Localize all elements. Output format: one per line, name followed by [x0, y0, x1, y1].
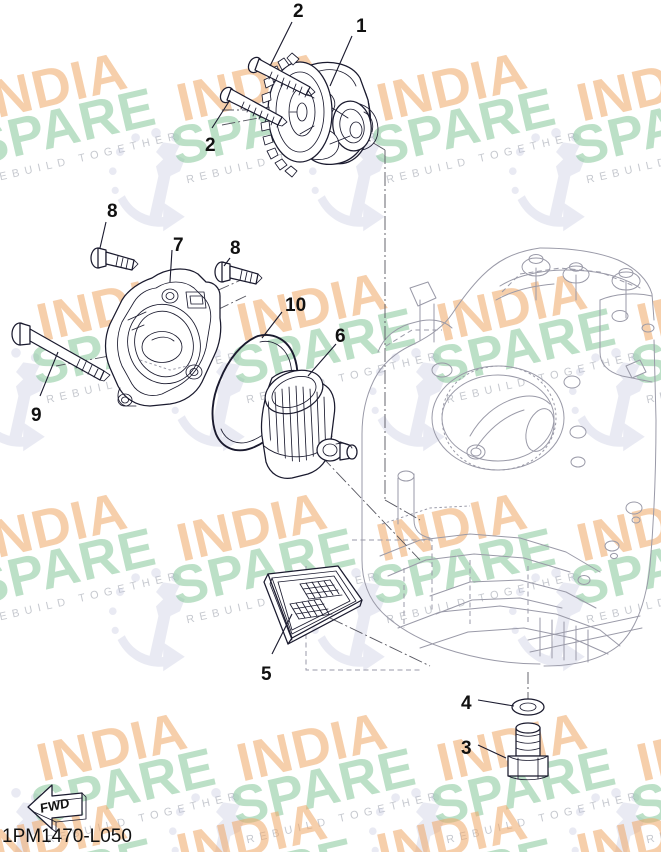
long-cover-bolt-part9	[11, 322, 111, 397]
callout-number-oil-filter-element[interactable]: 6	[335, 326, 346, 347]
oil-filter-cover-part7	[104, 249, 222, 407]
callout-number-pump-mounting-bolt[interactable]: 2	[293, 1, 304, 22]
cover-bolts-part8	[90, 221, 263, 285]
callout-number-cover-bolt[interactable]: 8	[107, 201, 118, 222]
oil-strainer-part5	[263, 565, 363, 655]
oil-pump-assembly-part1	[260, 35, 379, 178]
pump-drive-gear	[260, 52, 333, 178]
fwd-direction-arrow	[27, 784, 87, 833]
oil-filter-element-part6	[260, 343, 358, 480]
callout-number-oil-pump-assembly[interactable]: 1	[356, 16, 367, 37]
callout-number-cover-o-ring[interactable]: 10	[285, 295, 307, 316]
callout-number-drain-plug-gasket[interactable]: 4	[461, 693, 472, 714]
callout-number-drain-plug-bolt[interactable]: 3	[461, 738, 472, 759]
drain-plug-gasket-part4	[477, 698, 545, 716]
drawing-part-number: 1PM1470-L050	[2, 826, 132, 847]
callout-number-pump-mounting-bolt[interactable]: 2	[205, 135, 216, 156]
drain-plug-bolt-part3	[477, 722, 549, 781]
pump-mounting-bolts-part2	[211, 21, 316, 129]
callout-number-oil-strainer[interactable]: 5	[261, 664, 272, 685]
callout-number-cover-bolt[interactable]: 8	[230, 238, 241, 259]
callout-number-long-cover-bolt[interactable]: 9	[31, 405, 42, 426]
callout-number-oil-filter-cover[interactable]: 7	[173, 235, 184, 256]
